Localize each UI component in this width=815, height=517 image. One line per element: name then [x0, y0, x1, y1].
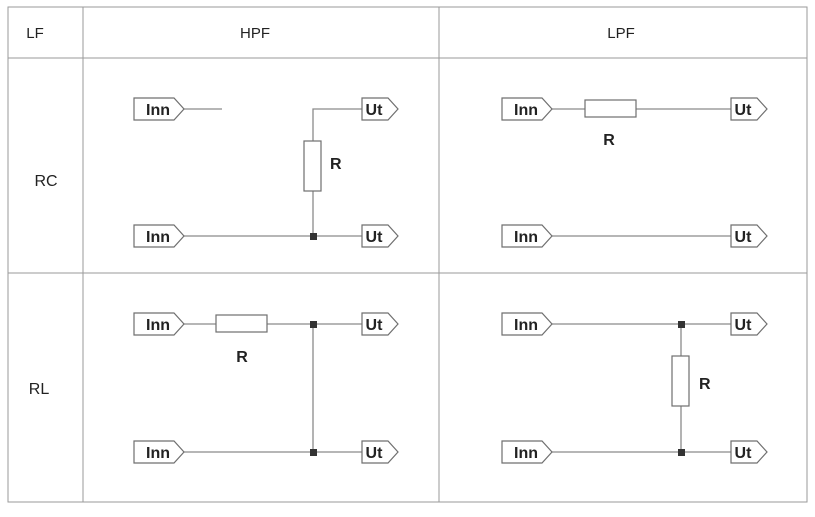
svg-text:Ut: Ut [366, 102, 384, 119]
svg-text:Ut: Ut [366, 445, 384, 462]
resistor-label: R [236, 349, 248, 366]
junction-dot [310, 449, 317, 456]
resistor-label: R [330, 156, 342, 173]
input-terminal: Inn [501, 312, 553, 336]
row-label-rl: RL [29, 381, 50, 398]
output-terminal: Ut [361, 224, 399, 248]
column-header-hpf: HPF [240, 25, 270, 42]
resistor [215, 314, 268, 333]
output-terminal: Ut [361, 97, 399, 121]
input-terminal: Inn [501, 224, 553, 248]
circuit-rl-hpf: R Inn Inn Ut Ut [133, 312, 399, 464]
svg-text:Inn: Inn [146, 102, 170, 119]
output-terminal: Ut [361, 312, 399, 336]
resistor [671, 355, 690, 407]
input-terminal: Inn [133, 97, 185, 121]
resistor-label: R [699, 376, 711, 393]
output-terminal: Ut [730, 312, 768, 336]
svg-text:Inn: Inn [514, 445, 538, 462]
column-header-lpf: LPF [607, 25, 635, 42]
resistor [584, 99, 637, 118]
junction-dot [678, 449, 685, 456]
resistor [303, 140, 322, 192]
input-terminal: Inn [133, 312, 185, 336]
junction-dot [310, 321, 317, 328]
svg-text:Inn: Inn [514, 102, 538, 119]
svg-text:Ut: Ut [735, 445, 753, 462]
table-border [7, 6, 808, 503]
input-terminal: Inn [133, 440, 185, 464]
svg-text:Inn: Inn [514, 317, 538, 334]
junction-dot [310, 233, 317, 240]
svg-text:Inn: Inn [146, 229, 170, 246]
output-terminal: Ut [730, 440, 768, 464]
table-grid [7, 6, 808, 503]
svg-text:Inn: Inn [514, 229, 538, 246]
svg-text:Ut: Ut [366, 229, 384, 246]
output-terminal: Ut [730, 97, 768, 121]
circuit-rl-lpf: R Inn Inn Ut Ut [501, 312, 768, 464]
circuit-rc-hpf: R Inn Inn Ut Ut [133, 97, 399, 248]
wire [312, 108, 362, 141]
svg-text:Ut: Ut [735, 229, 753, 246]
corner-label: LF [26, 25, 44, 42]
circuit-rc-lpf: R Inn Inn Ut Ut [501, 97, 768, 248]
svg-text:Ut: Ut [735, 317, 753, 334]
svg-text:Inn: Inn [146, 445, 170, 462]
input-terminal: Inn [501, 97, 553, 121]
output-terminal: Ut [730, 224, 768, 248]
row-label-rc: RC [34, 173, 57, 190]
output-terminal: Ut [361, 440, 399, 464]
svg-text:Ut: Ut [735, 102, 753, 119]
junction-dot [678, 321, 685, 328]
svg-text:Ut: Ut [366, 317, 384, 334]
svg-text:Inn: Inn [146, 317, 170, 334]
input-terminal: Inn [133, 224, 185, 248]
input-terminal: Inn [501, 440, 553, 464]
resistor-label: R [603, 132, 615, 149]
